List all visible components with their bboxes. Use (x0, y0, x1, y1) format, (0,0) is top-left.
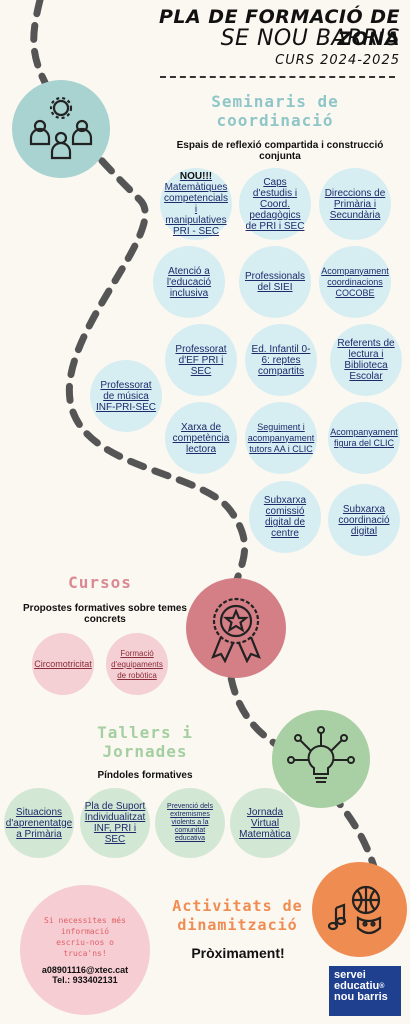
seminar-label: Ed. Infantil 0-6: reptes compartits (251, 343, 311, 377)
course-bubble-robotica[interactable]: Formació d'equipaments de robòtica (106, 633, 168, 695)
tallers-subtitle: Píndoles formatives (97, 770, 193, 781)
seminar-bubble-cocobe[interactable]: Acompanyament coordinacions COCOBE (319, 246, 391, 318)
people-icon (12, 80, 110, 178)
seminar-label: Acompanyament figura del CLIC (330, 427, 398, 448)
new-badge: NOU!!! (179, 171, 213, 182)
seminar-bubble-tutors-clic[interactable]: Seguiment i acompanyament tutors AA i CL… (245, 402, 317, 474)
header-divider (160, 76, 395, 78)
seminar-bubble-coordinacio-digital[interactable]: Subxarxa coordinació digital (328, 484, 400, 556)
seminaris-subtitle-line1: Espais de reflexió compartida i construc… (176, 140, 384, 151)
seminar-bubble-educacio-inclusiva[interactable]: Atenció a l'educació inclusiva (153, 246, 225, 318)
course-label: Circomotricitat (34, 658, 92, 669)
seminar-label: Professionals del SIEI (244, 271, 306, 293)
seminar-bubble-infantil[interactable]: Ed. Infantil 0-6: reptes compartits (245, 324, 317, 396)
page-subtitle: SE NOU BARRIS (220, 26, 400, 51)
cursos-title: Cursos (68, 573, 132, 592)
seminar-label: Subxarxa coordinació digital (338, 503, 390, 537)
cursos-subtitle-line1: Propostes formatives sobre temes (23, 603, 187, 614)
seminar-bubble-comissio-digital[interactable]: Subxarxa comissió digital de centre (249, 481, 321, 553)
seminar-bubble-biblioteca[interactable]: Referents de lectura i Biblioteca Escola… (330, 324, 402, 396)
taller-label: Pla de Suport Individualitzat INF, PRI i… (84, 801, 146, 845)
contact-circle: Si necessites més informació escriu-nos … (20, 885, 150, 1015)
seminar-label: Acompanyament coordinacions COCOBE (321, 265, 389, 298)
seminar-label: Direccions de Primària i Secundària (324, 187, 386, 221)
seminar-bubble-caps-estudis[interactable]: Caps d'estudis i Coord. pedagògics de PR… (239, 168, 311, 240)
seminar-bubble-competencia-lectora[interactable]: Xarxa de competència lectora (165, 402, 237, 474)
tallers-title-line1: Tallers i (97, 723, 193, 742)
taller-label: Prevenció dels extremismes violents a la… (167, 803, 213, 842)
seminar-label: Atenció a l'educació inclusiva (166, 265, 212, 299)
seminaris-title-line2: coordinació (216, 111, 334, 130)
taller-bubble-pla-suport[interactable]: Pla de Suport Individualitzat INF, PRI i… (80, 788, 150, 858)
course-label: CURS 2024-2025 (275, 53, 400, 68)
taller-label: Situacions d'aprenentatge a Primària (5, 806, 73, 840)
contact-message-line4: truca'ns! (63, 949, 107, 958)
lightbulb-network-icon (272, 710, 370, 808)
award-icon (186, 578, 286, 678)
logo-line2: educatiu (334, 980, 380, 992)
page-title: PLA DE FORMACIÓ DE ZONA (158, 6, 400, 50)
seminaris-subtitle: Espais de reflexió compartida i construc… (160, 140, 400, 162)
seminaris-title: Seminaris de coordinació (180, 92, 370, 130)
taller-bubble-situacions[interactable]: Situacions d'aprenentatge a Primària (4, 788, 74, 858)
course-label: Formació d'equipaments de robòtica (111, 648, 163, 680)
contact-message-line1: Si necessites més (44, 916, 126, 925)
seminar-bubble-direccions[interactable]: Direccions de Primària i Secundària (319, 168, 391, 240)
course-bubble-circomotricitat[interactable]: Circomotricitat (32, 633, 94, 695)
activitats-status: Pròximament! (191, 945, 285, 961)
seminar-bubble-educacio-fisica[interactable]: Professorat d'EF PRI i SEC (165, 324, 237, 396)
contact-message-line2: informació (60, 927, 110, 936)
cursos-subtitle: Propostes formatives sobre temes concret… (10, 603, 200, 625)
cursos-subtitle-line2: concrets (84, 614, 126, 625)
taller-bubble-extremismes[interactable]: Prevenció dels extremismes violents a la… (155, 788, 225, 858)
tallers-title-line2: Jornades (102, 742, 188, 761)
activitats-title-line1: Activitats de (172, 897, 303, 915)
contact-email[interactable]: a08901116@xtec.cat (41, 965, 129, 975)
tallers-title: Tallers i Jornades (90, 723, 200, 761)
seminar-bubble-siei[interactable]: Professionals del SIEI (239, 246, 311, 318)
seminar-label: Subxarxa comissió digital de centre (263, 495, 307, 539)
seminar-label: Referents de lectura i Biblioteca Escola… (337, 338, 395, 382)
taller-bubble-jornada-matematica[interactable]: Jornada Virtual Matemàtica (230, 788, 300, 858)
activitats-title-line2: dinamització (177, 916, 298, 934)
logo-line3: nou barris (334, 991, 388, 1003)
servei-educatiu-logo: servei educatiu® nou barris (329, 966, 401, 1016)
seminaris-subtitle-line2: conjunta (259, 151, 301, 162)
contact-message-line3: escriu-nos o (56, 938, 114, 947)
seminar-bubble-figura-clic[interactable]: Acompanyament figura del CLIC (328, 402, 400, 474)
seminar-label: Professorat d'EF PRI i SEC (175, 343, 227, 377)
seminaris-title-line1: Seminaris de (211, 92, 339, 111)
seminar-bubble-matematiques[interactable]: NOU!!! Matemàtiques competencials i mani… (160, 168, 232, 240)
logo-mark: ® (379, 983, 385, 990)
seminar-label: Caps d'estudis i Coord. pedagògics de PR… (245, 176, 305, 232)
seminar-label: Seguiment i acompanyament tutors AA i CL… (247, 421, 315, 454)
seminar-label: Xarxa de competència lectora (172, 421, 230, 455)
logo-line1: servei (334, 969, 366, 981)
seminar-bubble-musica[interactable]: Professorat de música INF-PRI-SEC (90, 360, 162, 432)
contact-phone[interactable]: Tel.: 933402131 (52, 975, 118, 985)
seminar-label: Professorat de música INF-PRI-SEC (96, 379, 156, 413)
taller-label: Jornada Virtual Matemàtica (239, 806, 291, 840)
seminar-label: Matemàtiques competencials i manipulativ… (164, 182, 228, 237)
music-sports-icon (312, 862, 407, 957)
activitats-title: Activitats de dinamització (165, 897, 310, 935)
